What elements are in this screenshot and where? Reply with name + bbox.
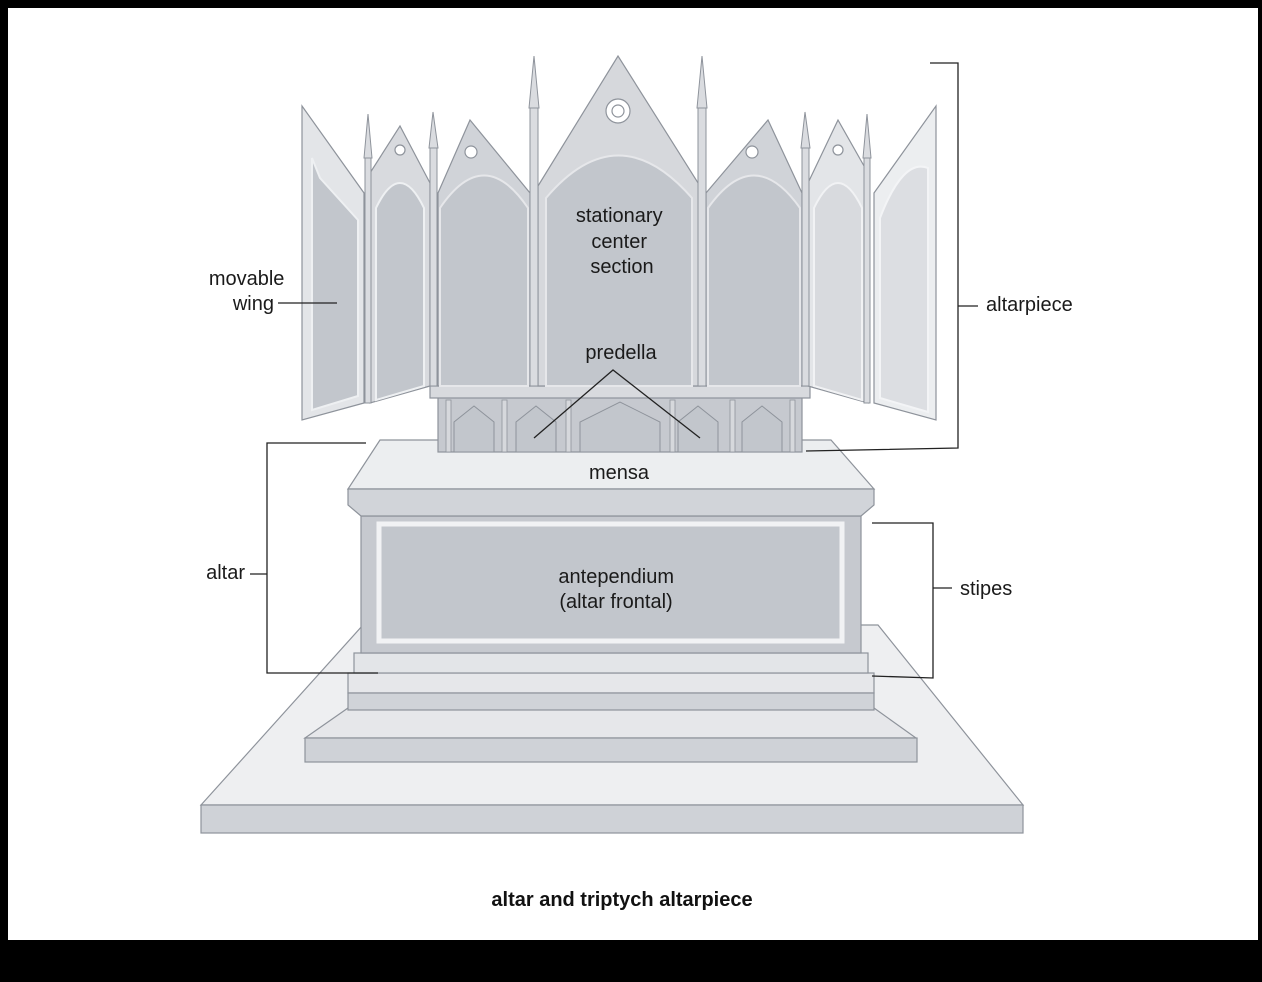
right-wing-outer [873, 104, 937, 421]
left-wing-inner [369, 124, 431, 404]
predella-label: predella [585, 342, 657, 364]
step [303, 707, 918, 763]
stipes-bracket [871, 522, 934, 679]
altar-diagram: movable wing stationary center section a… [199, 54, 1073, 911]
figure-caption: altar and triptych altarpiece [491, 889, 752, 911]
movable-wing-label: movable wing [209, 268, 290, 315]
center-section [363, 54, 872, 404]
antependium-panel [376, 521, 845, 644]
predella-leader [533, 369, 701, 439]
predella-block [429, 385, 811, 453]
leader-lines [250, 62, 978, 679]
altarpiece-bracket [805, 62, 959, 452]
altar-label: altar [206, 562, 245, 584]
right-wing-inner [807, 118, 869, 404]
stipes-block [347, 515, 875, 711]
altar-bracket [266, 442, 378, 674]
mensa-label: mensa [589, 462, 650, 484]
stipes-label: stipes [960, 578, 1012, 600]
left-wing-outer [301, 104, 365, 421]
antependium-label: antependium (altar frontal) [558, 566, 679, 613]
altarpiece-label: altarpiece [986, 294, 1073, 316]
stationary-center-section-label: stationary center section [576, 205, 668, 278]
diagram-canvas: movable wing stationary center section a… [8, 8, 1258, 940]
